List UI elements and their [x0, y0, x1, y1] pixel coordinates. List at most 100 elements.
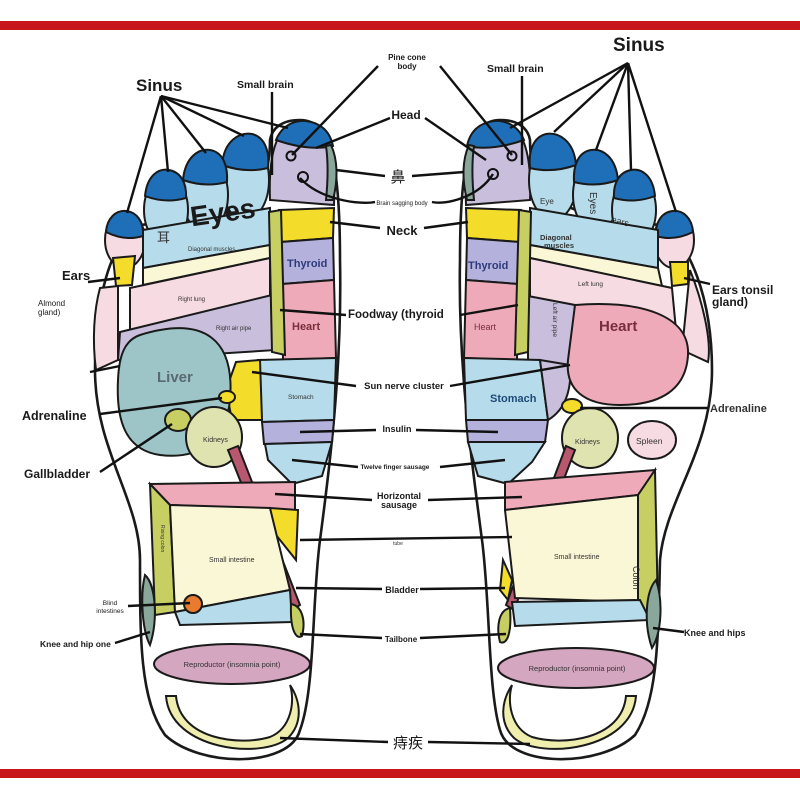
- knee-hip-left-label: Knee and hip one: [40, 639, 111, 649]
- nose-cn-label: 鼻: [390, 169, 405, 186]
- left-rising-colon-label: Rising colon: [159, 525, 165, 552]
- left-heart-label: Heart: [292, 321, 320, 333]
- right-eyes-label: Eyes: [587, 192, 598, 214]
- left-thyroid-label: Thyroid: [287, 258, 327, 270]
- left-ear-zone: [111, 254, 137, 288]
- bottom-red-bar: [0, 769, 800, 778]
- right-toe-3-cap: [572, 148, 620, 186]
- left-toe-5-cap: [104, 209, 145, 240]
- right-outer-edge-zone: [680, 269, 710, 364]
- left-liver-label: Liver: [157, 369, 193, 386]
- pine-cone-label-1: Pine cone: [388, 53, 426, 62]
- right-bladder-zone: [497, 606, 512, 644]
- foodway-label: Foodway (thyroid: [348, 309, 444, 321]
- right-ear-tonsil-zone: [668, 261, 689, 288]
- neck-label: Neck: [386, 223, 418, 238]
- right-spleen-zone: [627, 420, 677, 460]
- outer-labels: Sinus Sinus Small brain Small brain Pine…: [22, 35, 773, 752]
- insulin-label: Insulin: [383, 424, 412, 434]
- right-reproductor-label: Reproductor (insomnia point): [529, 664, 626, 673]
- right-nose-zone: [462, 143, 476, 201]
- adrenaline-left-label: Adrenaline: [22, 409, 87, 423]
- left-right-lung-label: Right lung: [178, 297, 205, 303]
- right-eye-label: Eye: [540, 197, 554, 206]
- sun-nerve-label: Sun nerve cluster: [364, 381, 444, 392]
- left-foodway-zone: [267, 208, 287, 357]
- pine-cone-label-2: body: [397, 62, 417, 71]
- left-foot-sole: [93, 118, 342, 761]
- right-sigmoid-zone: [498, 556, 514, 603]
- right-stomach-zone: [462, 356, 550, 421]
- left-nose-zone: [324, 143, 338, 201]
- left-right-air-pipe-label: Right air pipe: [216, 326, 252, 332]
- right-small-intestine-label: Small intestine: [554, 554, 600, 561]
- ears-label: Ears: [62, 268, 90, 283]
- right-foodway-zone: [513, 208, 533, 357]
- tailbone-label: Tailbone: [385, 635, 418, 644]
- right-thyroid-label: Thyroid: [468, 260, 508, 272]
- leader-lines: [87, 61, 711, 746]
- gallbladder-label: Gallbladder: [24, 467, 90, 481]
- left-bladder-zone: [289, 602, 305, 638]
- adrenaline-right-label: Adrenaline: [710, 403, 767, 415]
- left-stomach-zone: [256, 356, 338, 424]
- right-adrenaline-zone: [561, 398, 583, 414]
- left-neck-zone: [277, 206, 336, 244]
- right-heart-big-zone: [566, 303, 690, 407]
- horizontal-label-2: sausage: [381, 500, 417, 510]
- almond-label-2: gland): [38, 308, 61, 317]
- right-heart-small-zone: [462, 278, 520, 362]
- left-kidneys-label: Kidneys: [203, 437, 228, 444]
- left-toe-2-cap: [220, 132, 270, 172]
- sinus-right-label: Sinus: [613, 35, 665, 56]
- horizontal-label-1: Horizontal: [377, 491, 421, 501]
- right-hemorrhoid-zone: [502, 684, 638, 750]
- right-foot: Eye Eyes ears Diagonal muscles Thyroid H…: [458, 118, 714, 761]
- twelve-finger-label: Twelve finger sausage: [361, 464, 430, 471]
- hemorrhoids-cn-label: 痔疾: [393, 735, 423, 752]
- small-brain-left-label: Small brain: [237, 79, 294, 91]
- left-toe-4-cap: [143, 168, 188, 202]
- left-stomach-label: Stomach: [288, 394, 314, 401]
- small-brain-right-label: Small brain: [487, 63, 544, 75]
- right-heart-big-label: Heart: [599, 318, 637, 335]
- left-reproductor-zone: [153, 643, 311, 685]
- almond-label-1: Almond: [38, 299, 65, 308]
- ears-tonsil-label-2: gland): [712, 295, 748, 309]
- head-label: Head: [391, 108, 420, 122]
- right-toe-2-cap: [528, 132, 578, 172]
- left-foot: Eyes 耳 Diagonal muscles Right lung Right…: [92, 118, 342, 761]
- right-diagonal-label-1: Diagonal: [540, 233, 572, 242]
- blind-intestine-label-2: intestines: [96, 608, 124, 615]
- top-red-bar: [0, 21, 800, 30]
- right-kidneys-label: Kidneys: [575, 439, 600, 446]
- right-left-lung-label: Left lung: [578, 281, 603, 288]
- knee-hips-right-label: Knee and hips: [684, 628, 746, 638]
- right-toe-4-cap: [612, 168, 657, 202]
- right-neck-zone: [464, 206, 523, 244]
- left-ear-cn-label: 耳: [157, 230, 170, 245]
- right-bottom-colon: [510, 598, 652, 628]
- left-heart-zone: [280, 278, 338, 362]
- right-spleen-label: Spleen: [636, 436, 663, 446]
- left-almond-zone: [92, 284, 119, 372]
- bladder-label: Bladder: [385, 585, 419, 595]
- left-knee-zone: [141, 573, 156, 648]
- brain-sagging-label: Brain sagging body: [376, 201, 427, 207]
- left-toe-3-cap: [181, 148, 229, 186]
- left-reproductor-label: Reproductor (insomnia point): [184, 660, 281, 669]
- right-reproductor-zone: [497, 647, 655, 689]
- right-colon-label: Colon: [631, 566, 641, 590]
- right-stomach-label: Stomach: [490, 393, 537, 405]
- tube-label: tube: [393, 541, 403, 547]
- left-hemorrhoid-zone: [164, 684, 300, 750]
- right-twelve-finger-zone: [466, 441, 547, 486]
- right-heart-small-label: Heart: [474, 322, 497, 332]
- right-ears-label: ears: [610, 214, 630, 228]
- right-small-intestine-zone: [503, 493, 639, 604]
- right-left-air-pipe-label: Left air pipe: [551, 303, 558, 337]
- right-foot-sole: [458, 118, 714, 761]
- left-adrenaline-zone: [218, 390, 236, 404]
- left-small-intestine-label: Small intestine: [209, 557, 255, 564]
